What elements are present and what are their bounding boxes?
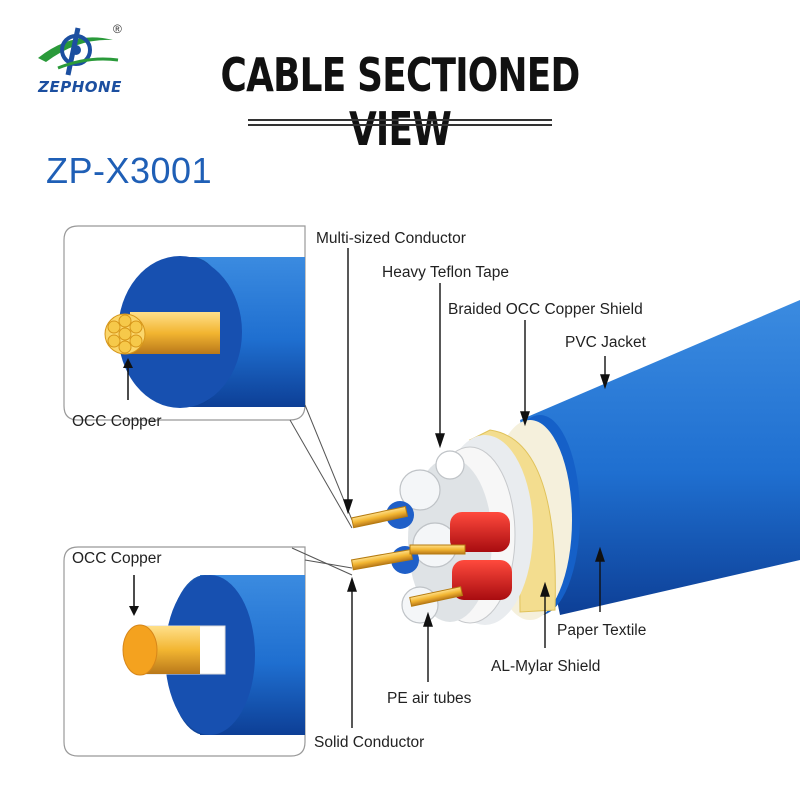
title-underline bbox=[248, 119, 552, 121]
title-underline-second bbox=[248, 124, 552, 126]
label-occ-copper-top: OCC Copper bbox=[72, 413, 162, 430]
brand-logo: ® ZEPHONE bbox=[18, 20, 138, 100]
logo-emblem-icon bbox=[38, 27, 119, 76]
main-cable bbox=[350, 300, 800, 625]
brand-name: ZEPHONE bbox=[38, 78, 122, 96]
registered-mark: ® bbox=[113, 22, 122, 36]
label-solid-conductor: Solid Conductor bbox=[314, 734, 425, 751]
model-number: ZP-X3001 bbox=[46, 150, 213, 191]
page-title: CABLE SECTIONED VIEW bbox=[220, 48, 581, 156]
label-braided-occ-copper-shield: Braided OCC Copper Shield bbox=[448, 301, 643, 318]
bottom-inset-panel bbox=[63, 546, 306, 757]
top-inset-panel bbox=[63, 225, 306, 421]
label-heavy-teflon-tape: Heavy Teflon Tape bbox=[382, 264, 509, 281]
label-pe-air-tubes: PE air tubes bbox=[387, 690, 472, 707]
label-paper-textile: Paper Textile bbox=[557, 622, 647, 639]
insulated-conductor-red-upper bbox=[450, 512, 510, 552]
label-occ-copper-bottom: OCC Copper bbox=[72, 550, 162, 567]
label-al-mylar-shield: AL-Mylar Shield bbox=[491, 658, 601, 675]
insulated-conductor-red-lower bbox=[452, 560, 512, 600]
label-multi-sized-conductor: Multi-sized Conductor bbox=[316, 230, 466, 247]
label-pvc-jacket: PVC Jacket bbox=[565, 334, 646, 351]
callout-arrows bbox=[343, 248, 610, 728]
